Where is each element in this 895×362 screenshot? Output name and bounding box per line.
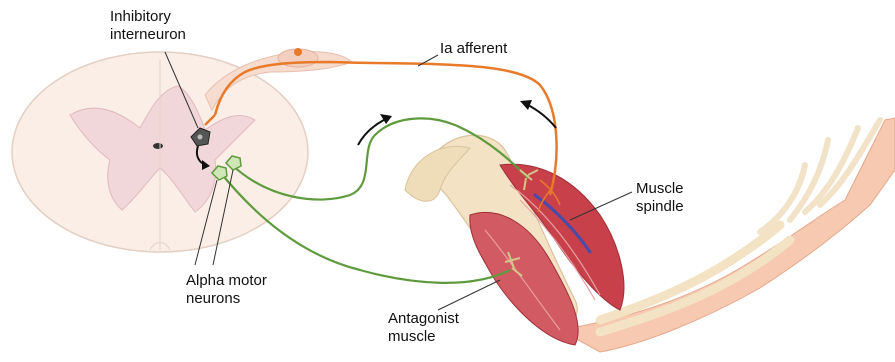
label-muscle-spindle: Muscle spindle bbox=[636, 180, 684, 216]
central-canal bbox=[153, 143, 163, 149]
label-antagonist-muscle: Antagonist muscle bbox=[388, 310, 459, 346]
spinal-cord-cross-section bbox=[12, 52, 308, 252]
afferent-cell-body bbox=[294, 48, 302, 56]
arm-illustration bbox=[405, 118, 895, 352]
leader-antagonist bbox=[438, 280, 500, 310]
label-alpha-motor-neurons: Alpha motor neurons bbox=[186, 272, 267, 308]
label-ia-afferent: Ia afferent bbox=[440, 40, 507, 58]
efferent-direction-arrow bbox=[358, 118, 388, 145]
label-inhibitory-interneuron: Inhibitory interneuron bbox=[110, 8, 186, 44]
